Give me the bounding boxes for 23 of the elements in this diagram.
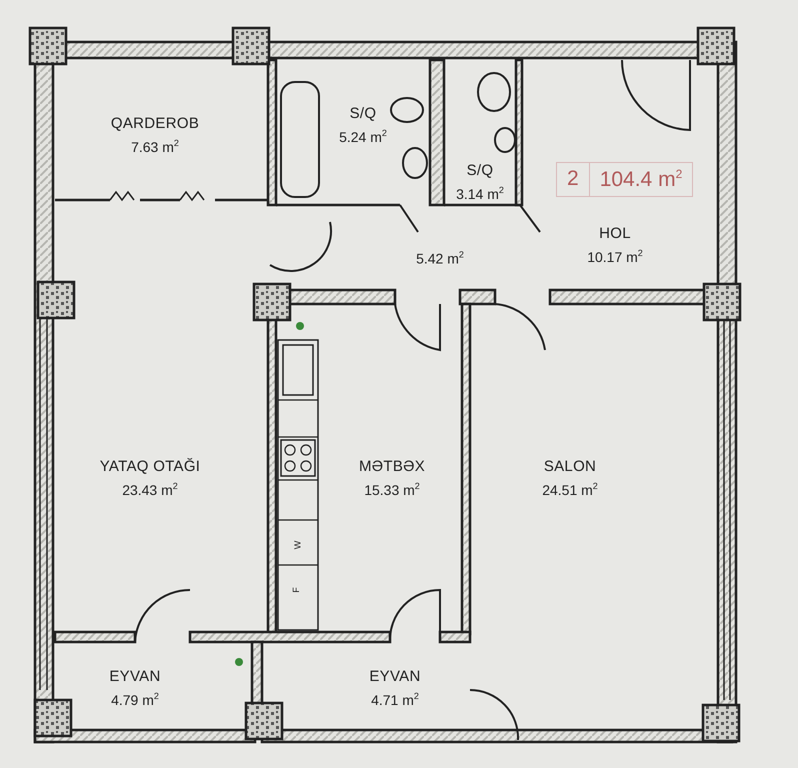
- room-count: 2: [566, 166, 580, 192]
- room-name: MƏTBƏX: [358, 458, 426, 476]
- appliance-mark: W: [292, 540, 302, 550]
- area-value: 24.51 m$^{2}$: [542, 481, 598, 498]
- area-value: 3.14 m$^{2}$: [456, 185, 504, 202]
- area-value: 10.17 m$^{2}$: [587, 248, 643, 265]
- room-name: SALON: [542, 458, 598, 476]
- area-value: 4.71 m$^{2}$: [370, 691, 420, 708]
- room-name: EYVAN: [369, 668, 421, 686]
- room-name: S/Q: [348, 105, 378, 122]
- room-name: QARDEROB: [110, 115, 200, 132]
- area-value: 5.42 m$^{2}$: [416, 250, 464, 266]
- total-area: 104.4 m$^{2}$: [588, 163, 692, 196]
- room-name: EYVAN: [109, 668, 161, 686]
- appliance-mark: F: [290, 587, 301, 593]
- area-value: 5.24 m$^{2}$: [339, 128, 387, 145]
- area-value: 4.79 m$^{2}$: [110, 691, 160, 708]
- room-name: HOL: [598, 225, 632, 242]
- room-name: S/Q: [466, 162, 494, 180]
- area-value: 7.63 m$^{2}$: [130, 138, 180, 155]
- area-value: 15.33 m$^{2}$: [363, 481, 421, 498]
- room-name: YATAQ OTAĞI: [100, 458, 200, 476]
- area-value: 23.43 m$^{2}$: [121, 481, 179, 498]
